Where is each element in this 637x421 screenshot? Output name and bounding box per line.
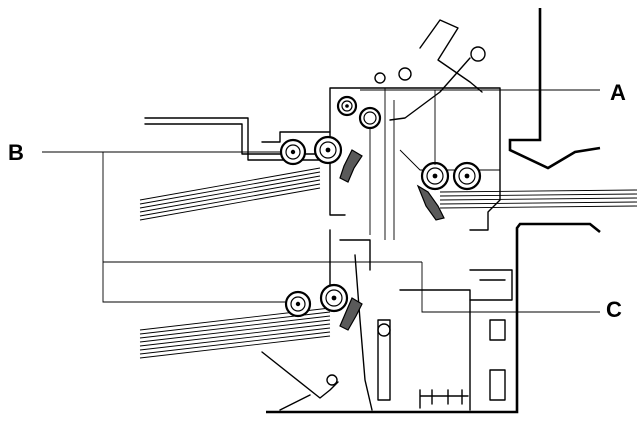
bottom-lever [261,351,339,411]
label-a: A [610,80,626,105]
lower-left-paper-stack [139,307,331,359]
roller-top-medium [358,106,382,130]
roller-upper-right-a [420,161,450,191]
pawl-lower [339,297,363,331]
upper-chute [389,19,483,121]
roller-upper-mid [313,135,343,165]
roller-upper-right-b [452,161,482,191]
lower-frame-slot [377,319,391,401]
roller-lower-mid [319,283,349,313]
bottom-lever-pivot [326,374,338,386]
bottom-latch [419,389,469,409]
label-b: B [8,140,24,165]
upper-left-paper-stack [139,167,321,221]
top-guide-plate-2 [261,131,331,143]
inner-chute [369,88,500,240]
right-frame-upper [508,8,601,170]
central-frame [329,87,501,231]
roller-upper-left [279,138,307,166]
pawl-upper-right [416,184,445,221]
label-c: C [606,297,622,322]
pawl-upper-left [339,149,363,183]
lower-right-bracket [399,269,513,301]
roller-lower-left [284,290,312,318]
right-frame-lower [266,222,601,414]
small-pivot-2 [398,67,412,81]
lower-pick-plate [469,299,506,411]
lower-small-pivot [377,323,391,337]
upper-pivot [470,46,486,62]
upper-right-paper-path [439,189,637,209]
small-pivot [374,72,386,84]
roller-top-small [336,95,358,117]
leader-lines [42,89,600,313]
